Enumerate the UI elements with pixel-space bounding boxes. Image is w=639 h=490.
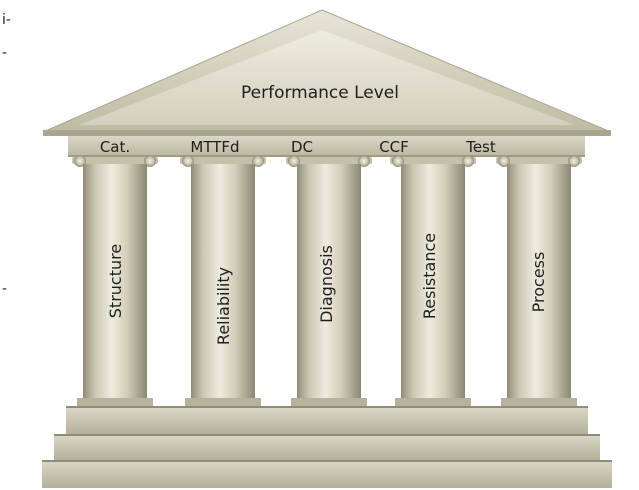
pillar-label-process: Process xyxy=(529,252,548,313)
pillar-resistance: Resistance xyxy=(390,155,476,406)
pillar-process: Process xyxy=(496,155,582,406)
parameter-label-mttfd: MTTFd xyxy=(190,138,239,156)
entablature-beam xyxy=(68,136,585,157)
edge-text-fragment: - xyxy=(2,281,8,297)
pillar-label-structure: Structure xyxy=(106,244,125,318)
parameter-label-ccf: CCF xyxy=(379,138,409,156)
parameter-labels: Cat. MTTFd DC CCF Test xyxy=(100,138,496,156)
pillar-diagnosis: Diagnosis xyxy=(286,155,372,406)
pillar-reliability: Reliability xyxy=(180,155,266,406)
pediment-title: Performance Level xyxy=(241,83,399,103)
pediment: Performance Level xyxy=(42,9,612,136)
pillar-label-diagnosis: Diagnosis xyxy=(317,245,336,323)
pillar-structure: Structure xyxy=(72,155,158,406)
parameter-label-cat: Cat. xyxy=(100,138,130,156)
parameter-label-dc: DC xyxy=(291,138,313,156)
parameter-label-test: Test xyxy=(465,138,496,156)
edge-text-fragment: - xyxy=(2,45,8,61)
temple-steps xyxy=(42,406,612,488)
pillar-label-reliability: Reliability xyxy=(214,267,233,345)
edge-text-fragment: i- xyxy=(2,12,11,28)
pillar-label-resistance: Resistance xyxy=(420,233,439,319)
